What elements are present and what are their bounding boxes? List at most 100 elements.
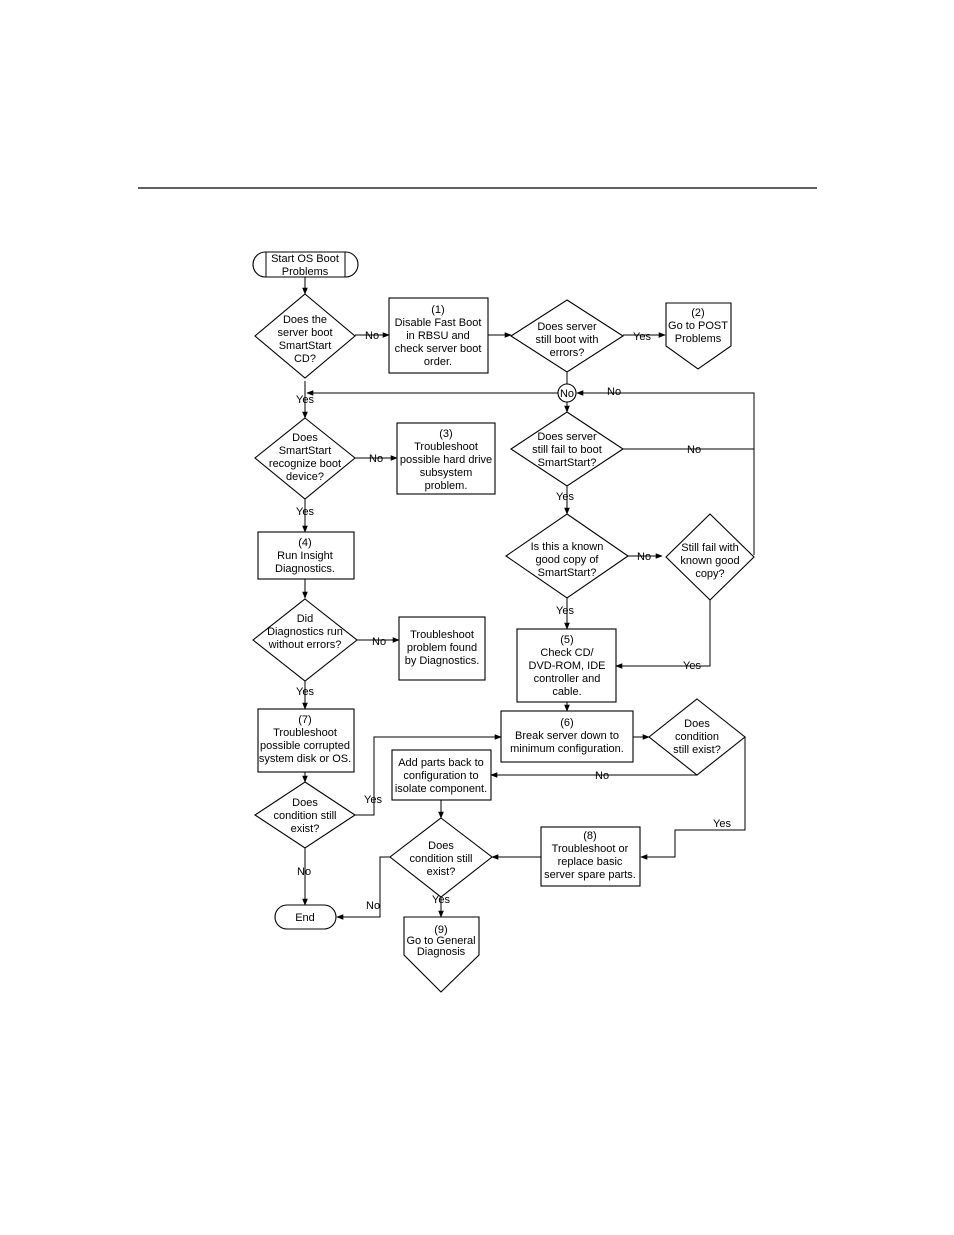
label-diag-no: No: [372, 636, 386, 648]
node-label-line: (7): [298, 714, 311, 726]
node-label-line: Go to General: [406, 935, 475, 947]
node-label-line: server boot: [277, 327, 332, 339]
decision-cond-mid: [389, 817, 493, 898]
node-label-line: Troubleshoot or: [552, 843, 629, 855]
node-label-line: Did: [297, 613, 314, 625]
node-label-line: condition still: [274, 810, 337, 822]
decision-cond-left: [254, 781, 356, 849]
node-label-line: Troubleshoot: [410, 629, 474, 641]
offpage-term2: [665, 302, 732, 370]
node-label-line: Diagnostics run: [267, 626, 343, 638]
node-label-line: system disk or OS.: [259, 753, 351, 765]
node-label-line: Disable Fast Boot: [395, 317, 482, 329]
node-label-line: configuration to: [403, 770, 478, 782]
node-label-line: Run Insight: [277, 550, 333, 562]
node-label-line: replace basic: [558, 856, 623, 868]
node-label-line: condition still: [410, 853, 473, 865]
decision-diag: [252, 598, 358, 682]
node-label-line: errors?: [550, 347, 585, 359]
node-label-line: known good: [680, 555, 739, 567]
node-label-line: Troubleshoot: [273, 727, 337, 739]
node-label-line: SmartStart: [279, 340, 332, 352]
label-cond-mid-no: No: [366, 900, 380, 912]
node-label-line: (5): [560, 634, 573, 646]
node-label-line: (3): [439, 428, 452, 440]
label-cond-mid-yes: Yes: [432, 894, 450, 906]
decision-cond1: [648, 698, 746, 776]
edge-cond-left-yes: [355, 734, 502, 816]
node-label-line: without errors?: [268, 639, 342, 651]
label-still-errors-yes: Yes: [633, 331, 651, 343]
node-label-line: Does: [292, 797, 318, 809]
node-label-line: recognize boot: [269, 458, 341, 470]
node-label-line: End: [295, 912, 315, 924]
end-node: [274, 904, 337, 930]
decision-fail-boot: [510, 411, 624, 487]
edge-cond1-yes: [640, 737, 746, 860]
node-label-line: possible hard drive: [400, 454, 492, 466]
node-label-line: controller and: [534, 673, 601, 685]
node-label-line: still fail to boot: [532, 444, 602, 456]
node-label-line: exist?: [291, 823, 320, 835]
shapes: [252, 251, 755, 993]
node-label-line: SmartStart: [279, 445, 332, 457]
node-label-line: Start OS Boot: [271, 253, 339, 265]
edge-cond1-no: [490, 772, 698, 778]
process-box6: [500, 710, 634, 763]
node-label-line: problem found: [407, 642, 477, 654]
process-box8: [540, 826, 641, 887]
node-label-line: still exist?: [673, 744, 721, 756]
node-label-line: server spare parts.: [544, 869, 636, 881]
node-label-line: exist?: [427, 866, 456, 878]
label-fail-boot-yes: Yes: [556, 491, 574, 503]
node-label-line: isolate component.: [395, 783, 487, 795]
node-label-line: order.: [424, 356, 452, 368]
node-label-line: still boot with: [536, 334, 599, 346]
label-cond-left-yes: Yes: [364, 794, 382, 806]
node-label-line: Is this a known: [531, 541, 604, 553]
node-label-line: Check CD/: [540, 647, 594, 659]
node-label-line: cable.: [552, 686, 581, 698]
node-label-line: (1): [431, 304, 444, 316]
node-label-line: (8): [583, 830, 596, 842]
node-label-line: possible corrupted: [260, 740, 350, 752]
decision-still-errors: [509, 299, 625, 373]
decision-boot-cd: [254, 293, 356, 379]
node-label-line: Troubleshoot: [414, 441, 478, 453]
node-label-line: check server boot: [395, 343, 482, 355]
node-label-line: CD?: [294, 353, 316, 365]
decision-recognize: [254, 417, 356, 500]
process-box4: [257, 531, 355, 580]
node-label-line: Problems: [675, 333, 722, 345]
label-still-fail-yes: Yes: [683, 660, 701, 672]
node-label-line: Break server down to: [515, 730, 619, 742]
label-fail-boot-no: No: [687, 444, 701, 456]
node-label-line: Diagnostics.: [275, 563, 335, 575]
process-box-add: [391, 749, 492, 801]
node-label-line: DVD-ROM, IDE: [529, 660, 606, 672]
edge-cond-mid-no: [336, 856, 392, 920]
node-label-line: by Diagnostics.: [405, 655, 480, 667]
node-label-line: Does server: [537, 431, 597, 443]
offpage-term9: [403, 916, 480, 993]
label-boot-cd-no: No: [365, 330, 379, 342]
node-label-line: SmartStart?: [538, 457, 597, 469]
label-known-copy-no: No: [637, 551, 651, 563]
node-label-line: Does the: [283, 314, 327, 326]
node-label-line: Add parts back to: [398, 757, 484, 769]
